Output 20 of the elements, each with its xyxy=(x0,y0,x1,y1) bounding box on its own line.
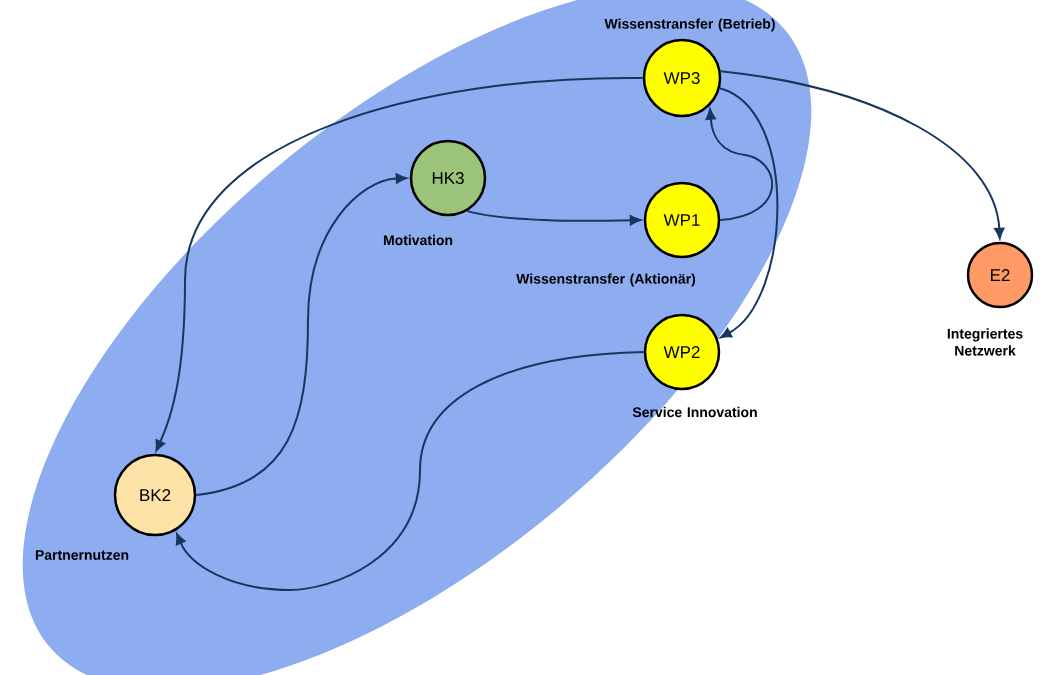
node-caption: Integriertes Netzwerk xyxy=(947,328,1023,356)
circle-node: WP1 xyxy=(643,181,721,259)
arrow xyxy=(195,173,408,496)
arrow xyxy=(155,77,644,452)
node-caption: Partnernutzen xyxy=(35,550,129,560)
node-caption: Wissenstransfer (Aktionär) xyxy=(516,273,696,287)
arrow xyxy=(466,210,642,226)
node-caption: Motivation xyxy=(383,234,453,246)
circle-node: WP3 xyxy=(642,38,722,118)
ellipse-region xyxy=(22,0,812,675)
arrow xyxy=(718,87,779,339)
node-caption: Service Innovation xyxy=(632,406,757,418)
circle-node: E2 xyxy=(966,241,1034,309)
arrow xyxy=(705,108,773,221)
arrow xyxy=(719,70,1005,240)
node-caption: Wissenstransfer (Betrieb) xyxy=(604,18,775,32)
circle-node: HK3 xyxy=(409,139,487,217)
arrow xyxy=(175,351,645,591)
circle-node: BK2 xyxy=(113,453,197,537)
circle-node: WP2 xyxy=(643,313,721,391)
